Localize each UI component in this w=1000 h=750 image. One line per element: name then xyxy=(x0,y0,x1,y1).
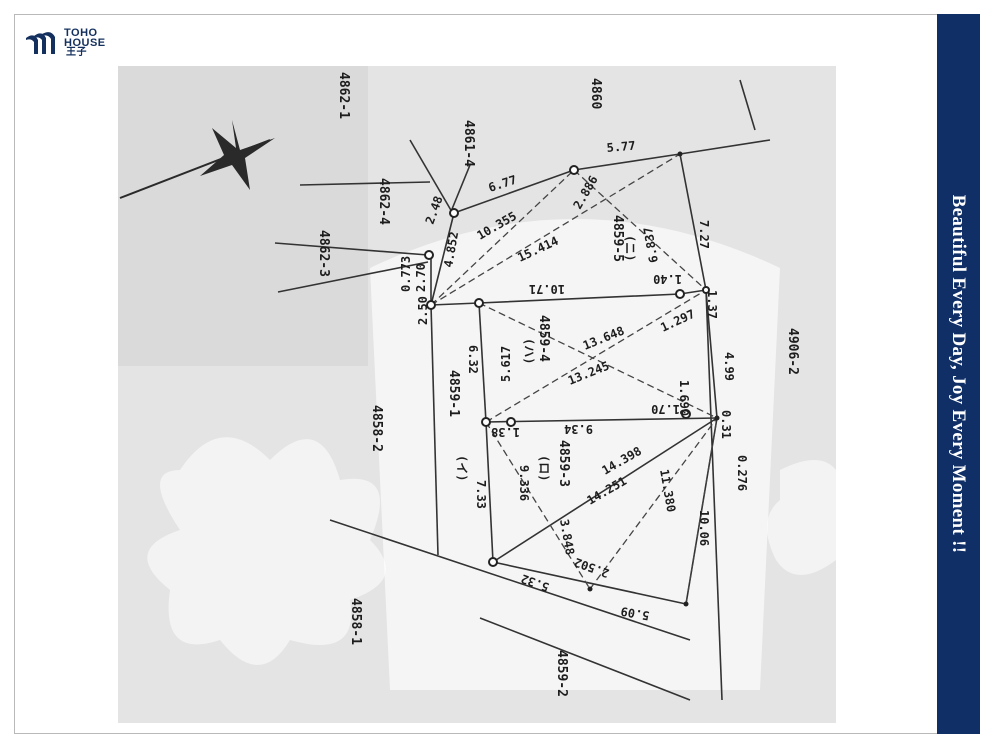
map-decor-flower xyxy=(147,437,386,665)
lot-number: 4858-2 xyxy=(369,405,384,452)
parcel-mark: (ロ) xyxy=(537,455,551,481)
diagonal-length: 1.690 xyxy=(677,380,691,416)
edge-length: 1.40 xyxy=(653,272,682,286)
lot-number: 4859-5 xyxy=(610,215,625,262)
parcel-mark: (ハ) xyxy=(522,338,536,364)
brand-line1: TOHO xyxy=(64,27,98,39)
map-highlight-wedge xyxy=(370,219,780,690)
boundary-lines xyxy=(274,79,771,701)
edge-length: 1.37 xyxy=(705,290,719,319)
edge-length: 10.06 xyxy=(697,510,711,546)
lot-number: 4906-2 xyxy=(785,328,800,375)
diagonal-lines xyxy=(430,153,718,605)
edge-length: 2.70 xyxy=(414,263,428,292)
diagonal-length: 9.336 xyxy=(517,465,531,501)
lot-number: 4858-1 xyxy=(348,598,363,645)
diagonal-length: 6.837 xyxy=(641,226,661,264)
edge-length: 6.32 xyxy=(466,345,480,374)
brand-kanji: 王子 xyxy=(66,47,87,58)
edge-length: 0.276 xyxy=(735,455,749,491)
lot-number: 4862-1 xyxy=(336,72,351,119)
edge-length: 7.33 xyxy=(474,480,488,509)
lot-number: 4862-4 xyxy=(376,178,391,225)
diagonal-length: 4.852 xyxy=(441,231,461,269)
edge-length: 2.50 xyxy=(416,296,430,325)
parcel-mark: (ニ) xyxy=(623,235,637,261)
edge-length: 1.38 xyxy=(491,425,520,439)
edge-length: 9.34 xyxy=(564,422,593,436)
edge-length-labels: 5.77 6.77 2.48 0.773 2.70 2.50 10.71 6.3… xyxy=(399,139,749,623)
edge-length: 0.773 xyxy=(399,256,413,292)
survey-points xyxy=(424,165,710,567)
edge-length: 1.70 xyxy=(651,402,680,416)
diagonal-length: 5.617 xyxy=(499,346,513,382)
edge-length: 0.31 xyxy=(719,410,733,439)
parcel-marks: (ニ) (ハ) (イ) (ロ) xyxy=(455,235,637,481)
toho-house-logo-icon xyxy=(26,32,55,54)
edge-length: 5.09 xyxy=(620,604,651,623)
lot-number: 4861-4 xyxy=(461,120,476,167)
edge-length: 4.99 xyxy=(722,352,736,381)
map-decor-flower-right xyxy=(766,460,836,575)
edge-length: 5.77 xyxy=(606,139,636,155)
lot-number: 4859-2 xyxy=(554,650,569,697)
brand-line2: HOUSE xyxy=(64,37,106,49)
north-arrow-icon xyxy=(119,120,275,199)
tagline: Beautiful Every Day, Joy Every Moment !! xyxy=(948,194,969,554)
lot-number: 4859-4 xyxy=(536,315,551,362)
brand-sidebar xyxy=(937,14,980,734)
edge-length: 10.71 xyxy=(529,282,565,296)
parcel-mark: (イ) xyxy=(455,455,469,481)
lot-number: 4859-3 xyxy=(556,440,571,487)
diagonal-length: 3.848 xyxy=(557,518,577,556)
lot-number: 4862-3 xyxy=(316,230,331,277)
map-shade-left xyxy=(118,66,368,366)
lot-number: 4859-1 xyxy=(446,370,461,417)
small-points xyxy=(587,151,720,607)
lot-number: 4860 xyxy=(588,78,603,109)
lot-number-labels: 4862-1 4861-4 4860 4862-4 4862-3 4859-5 … xyxy=(316,72,800,697)
survey-map: 4862-1 4861-4 4860 4862-4 4862-3 4859-5 … xyxy=(118,66,836,723)
edge-length: 7.27 xyxy=(697,220,711,249)
